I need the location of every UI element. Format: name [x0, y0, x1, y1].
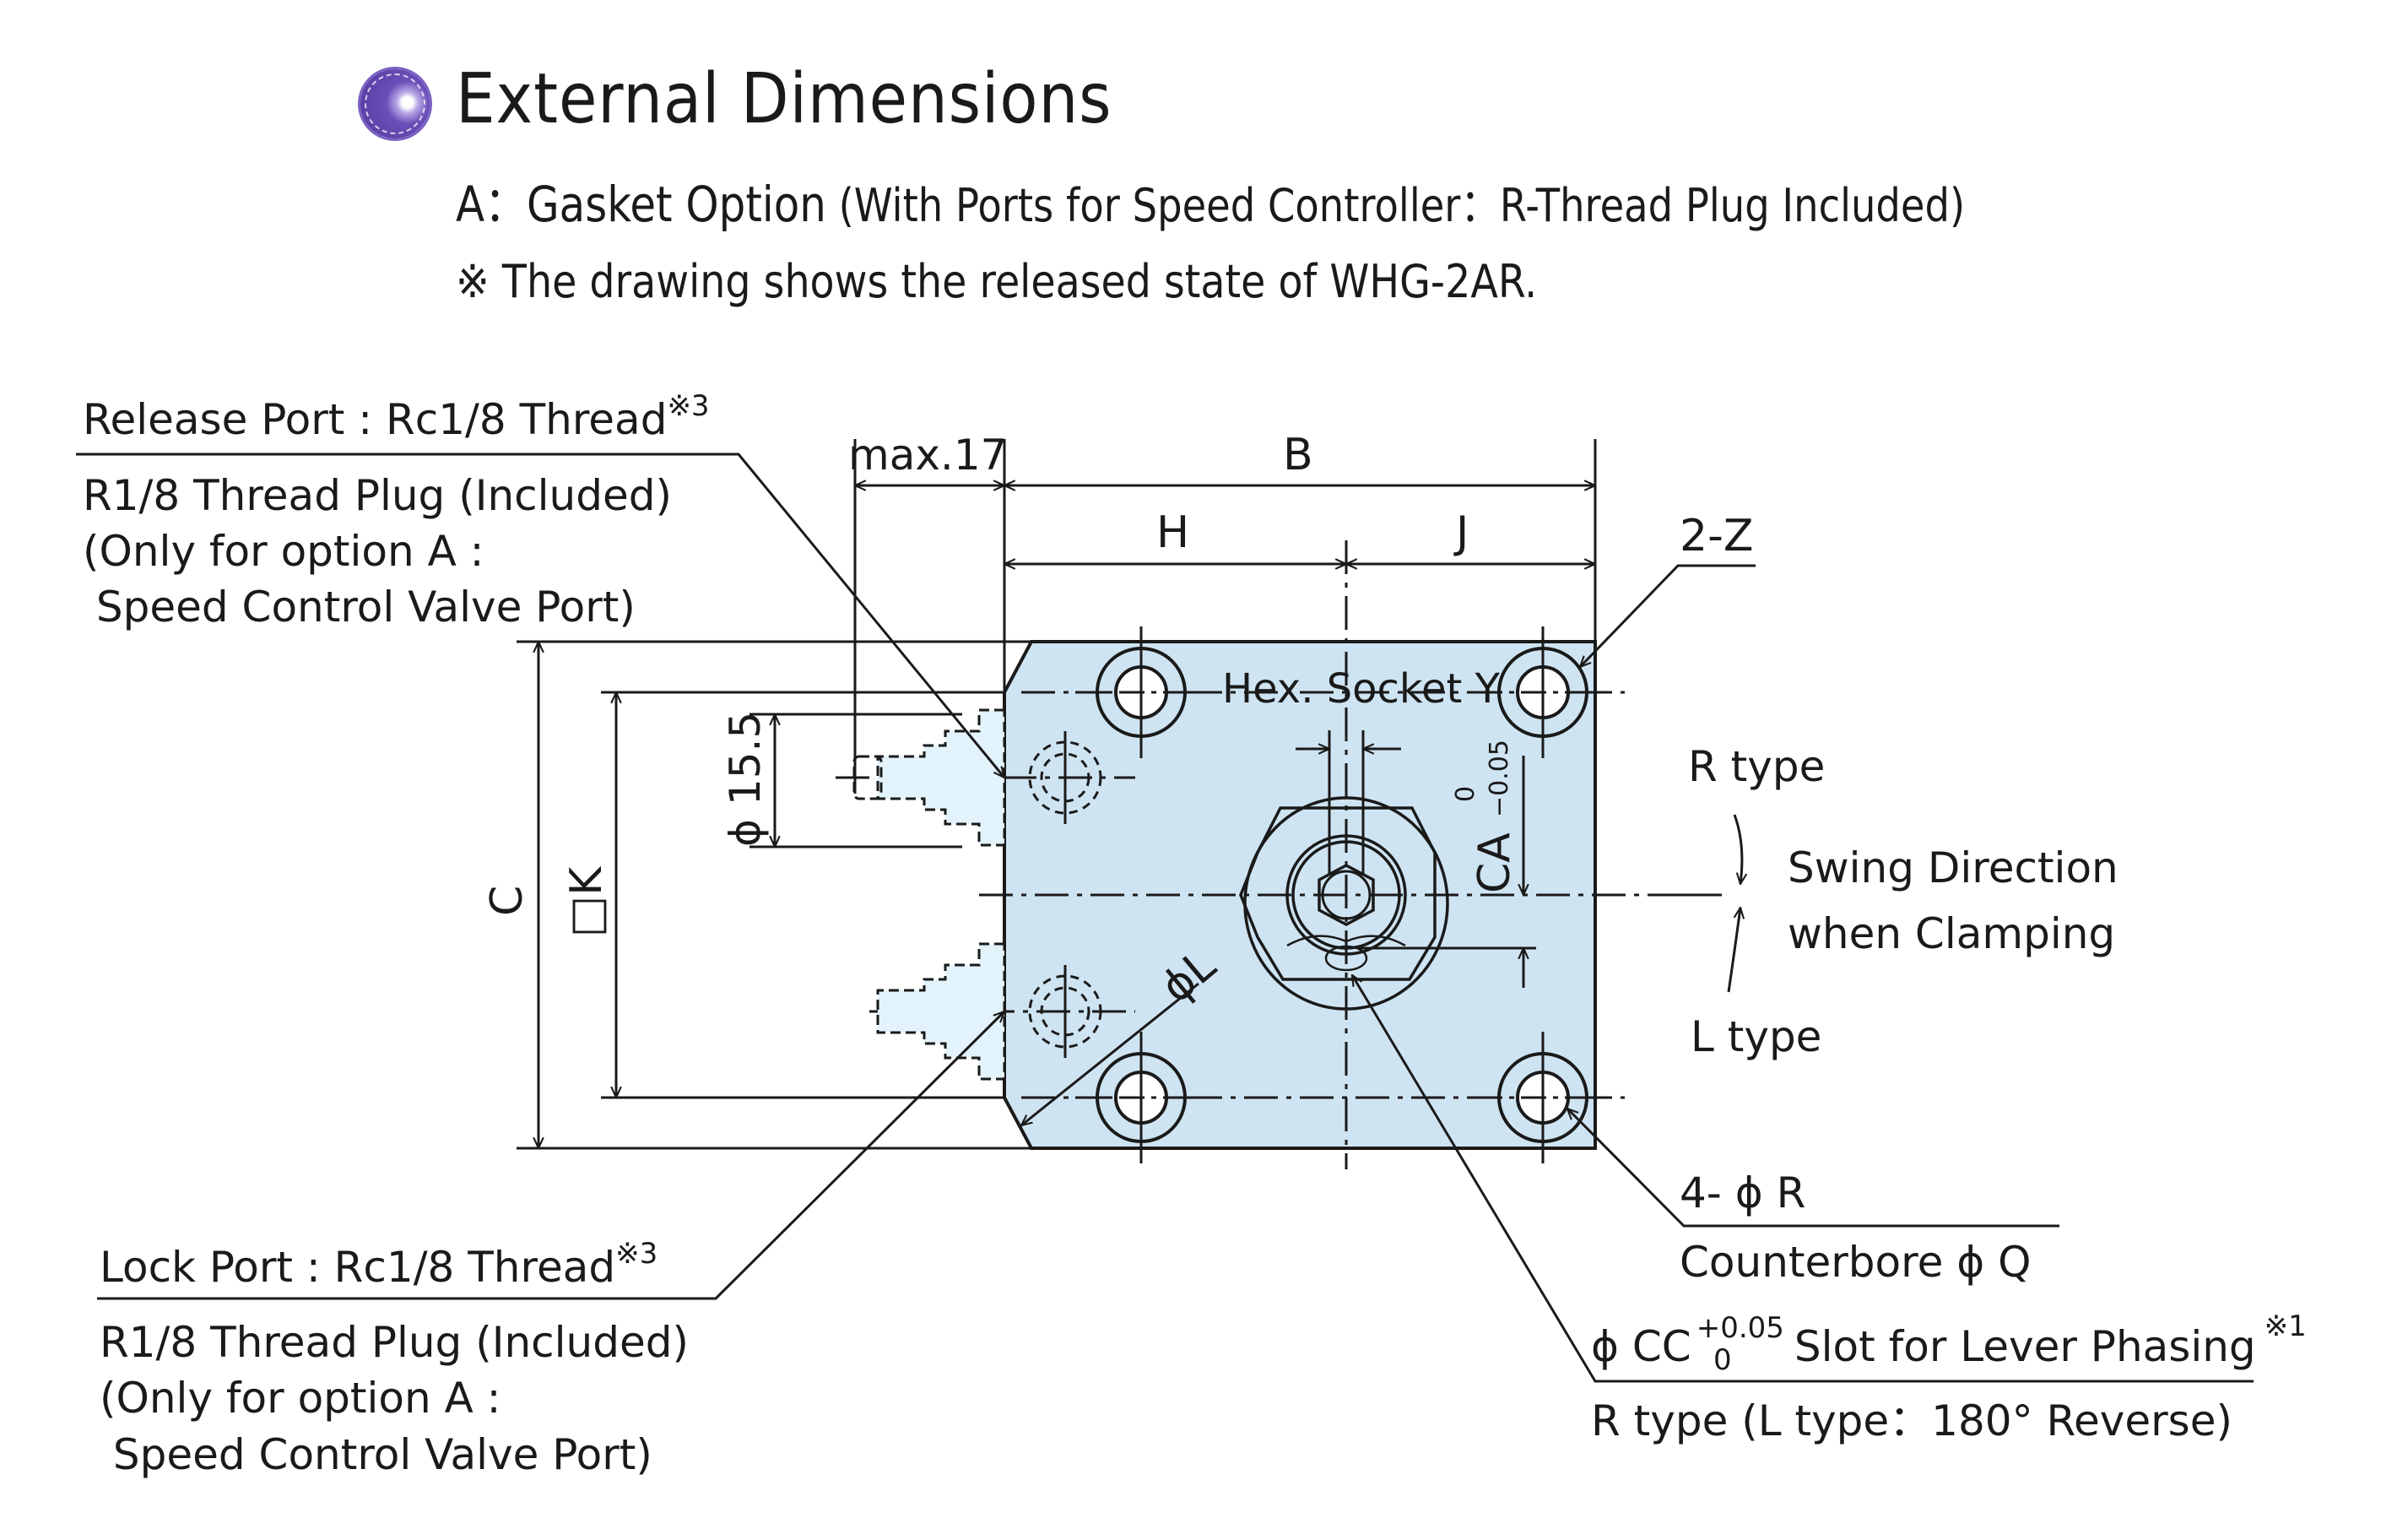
option-subtitle: A：Gasket Option (With Ports for Speed Co…	[456, 165, 1965, 236]
r-type-label: R type	[1688, 742, 1825, 791]
release-plug-line-2: (Only for option A :	[83, 527, 484, 576]
slot-type-label: R type (L type：180° Reverse)	[1591, 1396, 2232, 1445]
clamp-center-assembly	[1239, 730, 1449, 1011]
bolt-hole	[1477, 1032, 1609, 1163]
hex-socket-icon	[1318, 864, 1375, 926]
lock-plug-line-2: (Only for option A :	[100, 1374, 501, 1423]
l-type-label: L type	[1691, 1012, 1821, 1061]
label-CA-tol-upper: 0	[1451, 786, 1480, 802]
holes-label: 4- ϕ R	[1680, 1168, 1805, 1217]
label-2Z: 2-Z	[1680, 511, 1753, 561]
lock-plug-line-1: R1/8 Thread Plug (Included)	[100, 1318, 689, 1367]
label-C: C	[482, 886, 533, 916]
swing-direction-line-1: Swing Direction	[1788, 843, 2118, 892]
page-title: External Dimensions	[456, 59, 1112, 139]
swing-arrow-l	[1727, 908, 1740, 993]
lock-port-plug	[876, 942, 1102, 1081]
label-hex-socket: Hex. Socket Y	[1222, 665, 1501, 713]
swing-direction-line-2: when Clamping	[1788, 909, 2115, 958]
slot-tol-lower: 0	[1713, 1343, 1732, 1377]
lock-port-label: Lock Port : Rc1/8 Thread※3	[100, 1237, 657, 1292]
option-label: A：Gasket Option	[456, 176, 826, 233]
label-CA: CA	[1469, 832, 1520, 893]
option-detail: (With Ports for Speed Controller：R-Threa…	[825, 179, 1966, 232]
label-J: J	[1453, 507, 1469, 558]
label-phi15-5: ϕ 15.5	[721, 712, 770, 847]
swing-arrow-r	[1733, 814, 1742, 884]
leader-phiL	[1021, 982, 1199, 1125]
release-plug-line-3: Speed Control Valve Port)	[83, 583, 636, 632]
bolt-hole	[1075, 626, 1207, 758]
drawing-note: ※ The drawing shows the released state o…	[456, 255, 1538, 308]
lock-plug-line-3: Speed Control Valve Port)	[100, 1430, 652, 1479]
bolt-hole	[1075, 1032, 1207, 1163]
release-port-label: Release Port : Rc1/8 Thread※3	[83, 389, 710, 444]
label-max17: max.17	[848, 431, 1007, 480]
release-plug-line-1: R1/8 Thread Plug (Included)	[83, 471, 672, 520]
leader-2Z	[1580, 564, 1756, 667]
leader-4R	[1567, 1109, 2059, 1228]
leader-release-port	[76, 453, 1004, 778]
section-bullet-icon	[360, 69, 430, 138]
label-K: □K	[561, 865, 612, 937]
release-port-plug	[852, 708, 1102, 847]
leader-lock-port	[97, 1011, 1004, 1300]
bolt-hole	[1477, 626, 1609, 758]
counterbore-label: Counterbore ϕ Q	[1680, 1238, 2031, 1287]
label-CA-tol-lower: −0.05	[1485, 740, 1514, 817]
leader-slot	[1352, 975, 2254, 1383]
label-B: B	[1283, 430, 1313, 480]
label-H: H	[1156, 507, 1189, 558]
